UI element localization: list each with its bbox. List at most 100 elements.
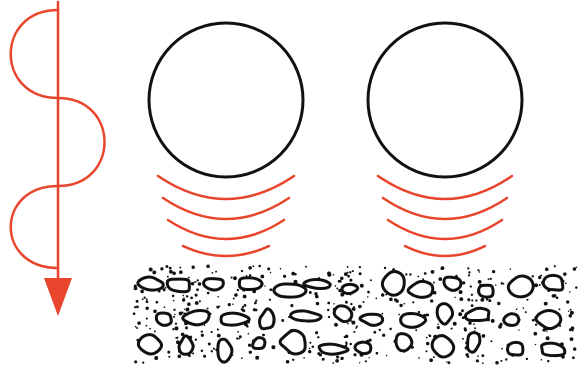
speckle — [347, 266, 349, 268]
speckle — [328, 316, 330, 318]
speckle — [231, 277, 233, 279]
speckle — [575, 286, 577, 288]
speckle — [349, 343, 352, 346]
speckle — [248, 333, 250, 335]
speckle — [305, 266, 307, 268]
speckle — [381, 313, 383, 315]
speckle — [572, 356, 575, 359]
speckle — [350, 303, 352, 305]
speckle — [353, 308, 356, 311]
speckle — [255, 299, 257, 301]
speckle — [191, 282, 194, 285]
speckle — [369, 357, 370, 358]
speckle — [246, 275, 248, 277]
pebble — [334, 306, 352, 322]
speckle — [426, 337, 428, 339]
pebble — [408, 281, 433, 297]
speckle — [271, 345, 275, 349]
speckle — [334, 323, 338, 327]
pebble — [396, 334, 412, 351]
speckle — [471, 294, 473, 296]
arc-4 — [183, 246, 269, 256]
speckle — [167, 276, 169, 278]
speckle — [264, 285, 265, 286]
speckle — [477, 269, 479, 271]
speckle — [242, 309, 245, 312]
speckle — [431, 270, 435, 274]
speckle — [539, 284, 541, 286]
speckle — [559, 308, 561, 310]
speckle — [386, 355, 387, 356]
speckle — [137, 321, 141, 325]
speckle — [213, 348, 215, 350]
arc-1 — [378, 176, 512, 199]
speckle — [203, 355, 206, 358]
speckle — [349, 271, 351, 273]
speckle — [309, 348, 311, 350]
speckle — [545, 268, 549, 272]
speckle — [133, 312, 136, 315]
arc-2 — [383, 198, 507, 219]
speckle — [367, 291, 370, 294]
speckle — [554, 265, 556, 267]
pebble — [253, 338, 265, 349]
speckle — [451, 328, 453, 330]
speckle — [533, 332, 537, 336]
speckle — [480, 298, 484, 302]
speckle — [426, 350, 428, 352]
speckle — [165, 287, 167, 289]
pebble — [304, 279, 330, 288]
pebble — [221, 313, 249, 325]
speckle — [146, 300, 149, 303]
speckle — [175, 323, 177, 325]
speckle — [518, 329, 519, 330]
speckle — [430, 299, 433, 302]
speckle — [546, 336, 550, 340]
speckle — [233, 276, 237, 280]
speckle — [186, 308, 190, 312]
pebble — [280, 330, 305, 354]
speckle — [501, 348, 503, 350]
speckle — [156, 301, 159, 304]
speckle — [570, 309, 572, 311]
speckle — [228, 303, 231, 306]
speckle — [254, 302, 257, 305]
speckle — [440, 267, 443, 270]
speckle — [255, 356, 259, 360]
speckle — [135, 326, 137, 328]
speckle — [136, 306, 139, 309]
speckle — [415, 329, 417, 331]
speckle — [424, 272, 427, 275]
speckle — [134, 306, 136, 308]
speckle — [248, 266, 252, 270]
speckle — [179, 312, 183, 316]
speckle — [142, 361, 144, 363]
speckle — [488, 299, 491, 302]
speckle — [322, 358, 325, 361]
pebble — [218, 339, 232, 362]
speckle — [495, 284, 497, 286]
speckle — [510, 268, 511, 269]
speckle — [349, 279, 352, 282]
speckle — [470, 285, 472, 287]
pebble — [204, 279, 224, 290]
speckle — [523, 307, 525, 309]
speckle — [488, 278, 490, 280]
speckle — [308, 350, 311, 353]
speckle — [167, 351, 170, 354]
speckle — [333, 303, 334, 304]
speckle — [573, 347, 576, 350]
speckle — [332, 362, 334, 364]
pebble — [291, 311, 322, 321]
speckle — [344, 272, 348, 276]
speckle — [144, 297, 146, 299]
speckle — [294, 273, 296, 275]
speckle — [565, 283, 567, 285]
speckle — [260, 275, 264, 279]
speckle — [458, 312, 462, 316]
speckle — [379, 329, 381, 331]
speckle — [217, 334, 221, 338]
speckle — [195, 339, 197, 341]
